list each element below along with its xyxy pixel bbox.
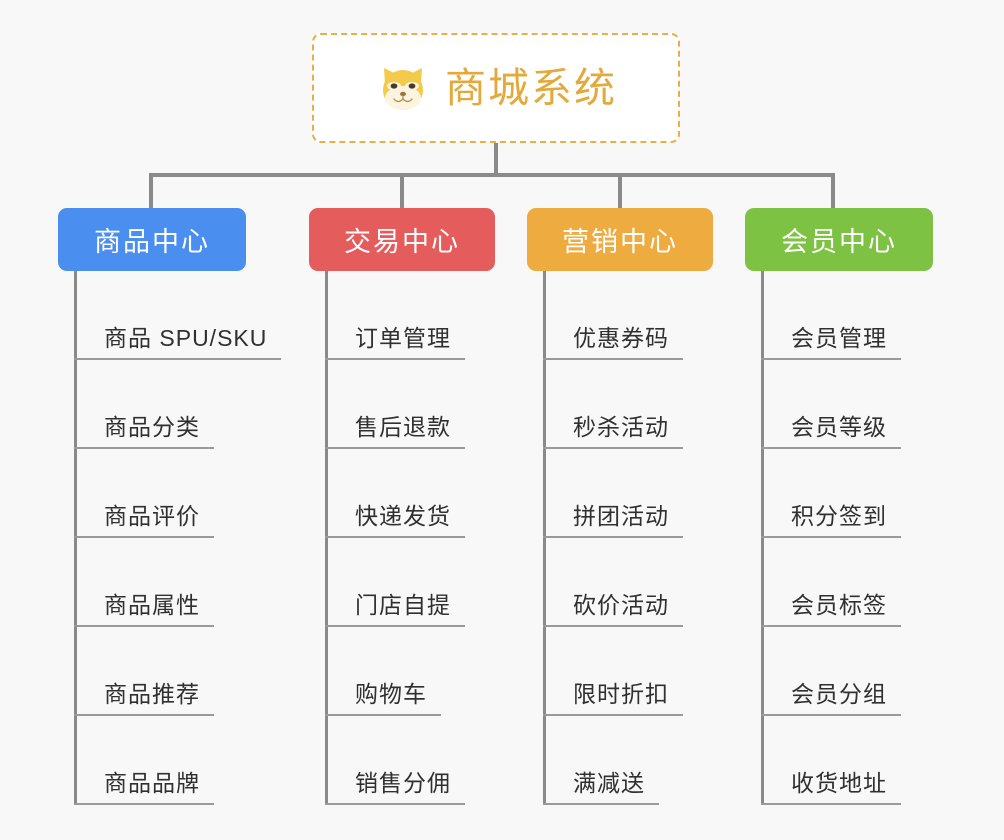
connector-drop-2 [400,173,404,209]
list-item[interactable]: 秒杀活动 [543,360,683,449]
category-header-3[interactable]: 营销中心 [527,208,713,271]
connector-horizontal-bus [150,173,834,177]
leaf-label: 商品推荐 [104,681,200,707]
category-header-2[interactable]: 交易中心 [309,208,495,271]
branch-column-1: 商品中心 商品 SPU/SKU 商品分类 商品评价 商品属性 商品推荐 商品品牌 [58,208,282,805]
branch-trunk-4 [761,271,764,805]
list-item[interactable]: 售后退款 [325,360,465,449]
list-item[interactable]: 商品属性 [74,538,281,627]
connector-drop-3 [618,173,622,209]
leaf-label: 订单管理 [355,325,451,351]
connector-drop-4 [831,173,835,209]
list-item[interactable]: 限时折扣 [543,627,683,716]
leaf-list-4: 会员管理 会员等级 积分签到 会员标签 会员分组 收货地址 [761,271,901,805]
category-header-1[interactable]: 商品中心 [58,208,246,271]
leaf-label: 商品品牌 [104,770,200,796]
leaf-label: 会员分组 [791,681,887,707]
branch-trunk-3 [543,271,546,805]
root-title: 商城系统 [445,64,617,111]
list-item[interactable]: 会员分组 [761,627,901,716]
root-node[interactable]: 商城系统 [312,33,680,143]
leaf-label: 拼团活动 [573,503,669,529]
list-item[interactable]: 门店自提 [325,538,465,627]
leaf-list-2: 订单管理 售后退款 快递发货 门店自提 购物车 销售分佣 [325,271,465,805]
leaf-label: 满减送 [573,770,645,796]
list-item[interactable]: 积分签到 [761,449,901,538]
list-item[interactable]: 砍价活动 [543,538,683,627]
leaf-label: 销售分佣 [355,770,451,796]
leaf-label: 优惠券码 [573,325,669,351]
list-item[interactable]: 商品评价 [74,449,281,538]
connector-drop-1 [149,173,153,209]
list-item[interactable]: 订单管理 [325,271,465,360]
list-item[interactable]: 收货地址 [761,716,901,805]
branch-column-3: 营销中心 优惠券码 秒杀活动 拼团活动 砍价活动 限时折扣 满减送 [527,208,713,805]
list-item[interactable]: 销售分佣 [325,716,465,805]
branch-trunk-1 [74,271,77,805]
list-item[interactable]: 商品品牌 [74,716,281,805]
list-item[interactable]: 会员标签 [761,538,901,627]
leaf-label: 购物车 [355,681,427,707]
shiba-inu-dog-face-icon [375,62,431,114]
list-item[interactable]: 会员管理 [761,271,901,360]
list-item[interactable]: 商品分类 [74,360,281,449]
leaf-label: 砍价活动 [573,592,669,618]
branch-column-4: 会员中心 会员管理 会员等级 积分签到 会员标签 会员分组 收货地址 [745,208,933,805]
leaf-label: 会员等级 [791,414,887,440]
leaf-label: 门店自提 [355,592,451,618]
leaf-label: 售后退款 [355,414,451,440]
category-header-4[interactable]: 会员中心 [745,208,933,271]
leaf-label: 商品分类 [104,414,200,440]
leaf-label: 收货地址 [791,770,887,796]
leaf-label: 会员管理 [791,325,887,351]
list-item[interactable]: 会员等级 [761,360,901,449]
list-item[interactable]: 优惠券码 [543,271,683,360]
category-label-3: 营销中心 [562,227,678,257]
branch-trunk-2 [325,271,328,805]
branch-column-2: 交易中心 订单管理 售后退款 快递发货 门店自提 购物车 销售分佣 [309,208,495,805]
leaf-label: 商品 SPU/SKU [104,325,268,351]
leaf-label: 快递发货 [355,503,451,529]
list-item[interactable]: 商品 SPU/SKU [74,271,282,360]
list-item[interactable]: 快递发货 [325,449,465,538]
list-item[interactable]: 商品推荐 [74,627,281,716]
category-label-4: 会员中心 [781,227,897,257]
list-item[interactable]: 满减送 [543,716,683,805]
category-label-1: 商品中心 [94,227,210,257]
list-item[interactable]: 购物车 [325,627,465,716]
leaf-label: 限时折扣 [573,681,669,707]
leaf-label: 商品属性 [104,592,200,618]
category-label-2: 交易中心 [344,227,460,257]
leaf-label: 积分签到 [791,503,887,529]
leaf-label: 秒杀活动 [573,414,669,440]
leaf-list-3: 优惠券码 秒杀活动 拼团活动 砍价活动 限时折扣 满减送 [543,271,683,805]
leaf-list-1: 商品 SPU/SKU 商品分类 商品评价 商品属性 商品推荐 商品品牌 [74,271,282,805]
leaf-label: 商品评价 [104,503,200,529]
leaf-label: 会员标签 [791,592,887,618]
list-item[interactable]: 拼团活动 [543,449,683,538]
connector-root-stem [494,143,498,175]
